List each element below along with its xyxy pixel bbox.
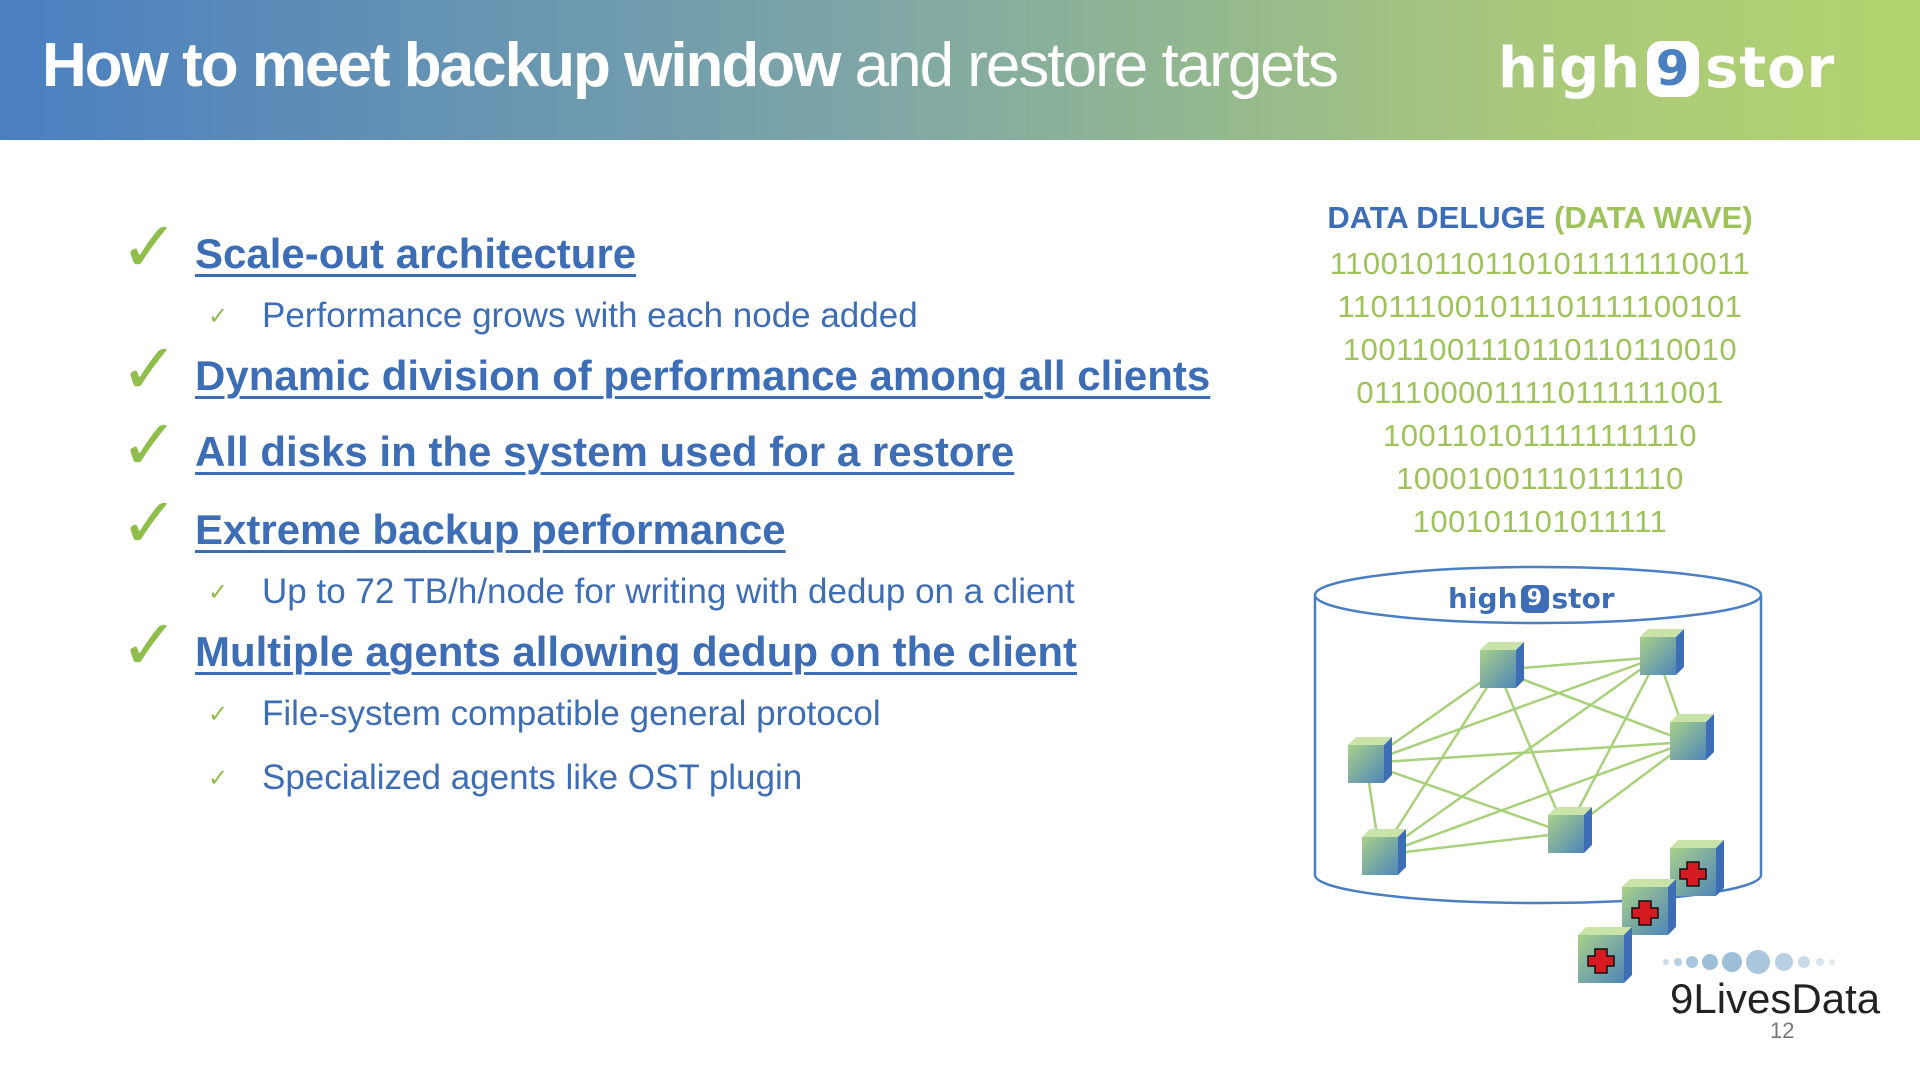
small-check-icon: ✓ [208,578,229,606]
bullet-list: ✓Scale-out architecture ✓Performance gro… [120,212,1220,814]
sub-bullet-label: Performance grows with each node added [262,296,918,335]
storage-node-cube [1362,829,1406,875]
cyl-logo-right-text: stor [1551,582,1615,615]
binary-row: 110111001011101111100101 [1337,289,1743,324]
binary-row: 1100101101101011111110011 [1329,246,1751,281]
check-icon: ✓ [120,604,179,686]
bullet-item: ✓Scale-out architecture [120,212,1220,288]
repair-node-cube [1622,879,1676,935]
sub-bullet: ✓ Performance grows with each node added [120,288,1220,352]
sub-bullet-label: Up to 72 TB/h/node for writing with dedu… [262,572,1075,611]
logo-right-text: stor [1705,36,1836,101]
storage-node-cube [1640,629,1684,675]
storage-cluster-illustration [1313,565,1763,983]
bullet-label: Scale-out architecture [195,230,637,277]
logo-left-text: high [1498,36,1642,101]
storage-node-cube [1548,807,1592,853]
bullet-label: Extreme backup performance [195,506,786,553]
small-check-icon: ✓ [208,700,229,728]
sub-bullet: ✓ Up to 72 TB/h/node for writing with ded… [120,564,1220,628]
title-rest: and restore targets [839,31,1339,100]
binary-row: 10011001110110110110010 [1342,332,1738,367]
bullet-item: ✓Multiple agents allowing dedup on the c… [120,610,1220,686]
check-icon: ✓ [120,482,179,564]
bullet-item: ✓Extreme backup performance [120,488,1220,564]
data-deluge-block: DATA DELUGE (DATA WAVE) 1100101101101011… [1290,200,1790,543]
sub-bullet: ✓ Specialized agents like OST plugin [120,750,1220,814]
repair-node-cube [1670,840,1724,896]
binary-row: 1001101011111111110 [1382,418,1698,453]
binary-row: 10001001110111110 [1396,461,1684,496]
bullet-label: Multiple agents allowing dedup on the cl… [195,628,1078,675]
storage-node-cube [1670,714,1714,760]
storage-node-cube [1480,642,1524,688]
bullet-label: Dynamic division of performance among al… [195,352,1211,399]
sub-bullet-label: File-system compatible general protocol [262,694,881,733]
brand-9livesdata: 9LivesData [1670,975,1881,1022]
check-icon: ✓ [120,328,179,410]
small-check-icon: ✓ [208,302,229,330]
title-bold: How to meet backup window [42,31,841,100]
check-icon: ✓ [120,404,179,486]
deluge-heading-main: DATA DELUGE [1327,200,1555,235]
storage-node-cube [1348,737,1392,783]
binary-row: 100101101011111 [1412,504,1668,539]
slide-title: How to meet backup window and restore ta… [42,30,1339,101]
bullet-label: All disks in the system used for a resto… [195,428,1015,475]
deluge-heading-wave: (DATA WAVE) [1554,200,1753,235]
page-number: 12 [1770,1018,1795,1043]
check-icon: ✓ [120,206,179,288]
data-deluge-heading: DATA DELUGE (DATA WAVE) [1290,200,1790,236]
dots-decoration-icon [1663,950,1835,974]
logo-nine-badge: 9 [1647,40,1700,97]
binary-row: 0111000011110111111001 [1356,375,1724,410]
small-check-icon: ✓ [208,764,229,792]
bullet-item: ✓All disks in the system used for a rest… [120,410,1220,486]
slide-header: How to meet backup window and restore ta… [0,0,1920,140]
sub-bullet: ✓ File-system compatible general protocol [120,686,1220,750]
cyl-logo-left-text: high [1448,582,1518,615]
sub-bullet-label: Specialized agents like OST plugin [262,758,803,797]
cyl-logo-nine-badge: 9 [1520,584,1549,613]
repair-node-cube [1578,927,1632,983]
bullet-item: ✓Dynamic division of performance among a… [120,334,1220,410]
